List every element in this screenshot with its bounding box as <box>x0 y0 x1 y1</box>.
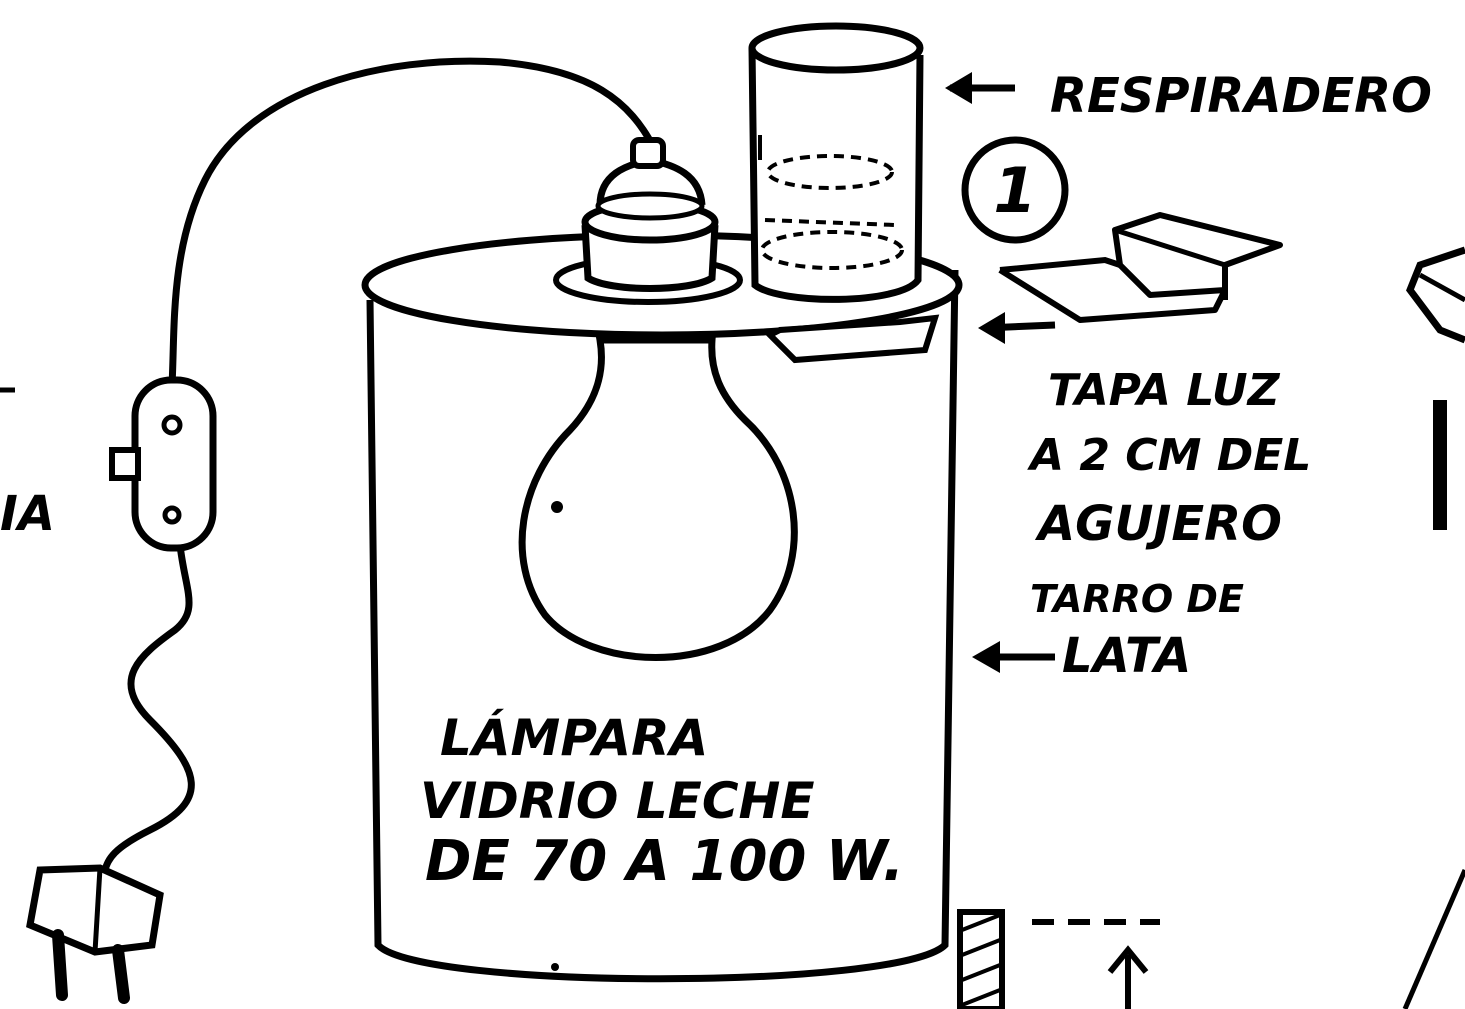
figure-number: 1 <box>993 154 1036 227</box>
tab-detail-drawing <box>998 212 1283 323</box>
bottom-bracket <box>957 909 1160 1009</box>
light-cover-tab <box>764 314 940 364</box>
cord-switch <box>109 376 217 552</box>
label-tarro-line1: TARRO DE <box>1030 577 1244 621</box>
light-bulb <box>518 336 798 661</box>
label-tapa-luz-line3: AGUJERO <box>1034 496 1282 552</box>
label-respiradero: RESPIRADERO <box>1050 68 1432 124</box>
figure-number-badge: 1 <box>961 136 1069 244</box>
label-lampara-line3: DE 70 A 100 W. <box>425 829 904 894</box>
vent-cylinder <box>748 22 924 303</box>
label-tarro-line2: LATA <box>1062 628 1191 684</box>
label-tapa-luz-line1: TAPA LUZ <box>1048 365 1281 416</box>
arrow-respiradero <box>945 72 1015 104</box>
label-left-fragment: IA <box>0 486 55 542</box>
arrow-tapa-luz <box>978 312 1056 344</box>
power-plug <box>26 864 164 1004</box>
power-cord-upper <box>168 57 659 389</box>
label-lampara-line1: LÁMPARA <box>440 708 708 767</box>
label-tapa-luz-line2: A 2 CM DEL <box>1027 430 1311 481</box>
lamp-socket <box>553 137 743 305</box>
label-lampara-line2: VIDRIO LECHE <box>420 772 815 830</box>
arrow-tarro <box>972 641 1055 673</box>
power-cord-lower <box>96 541 195 884</box>
partial-object-right <box>1402 246 1465 1009</box>
